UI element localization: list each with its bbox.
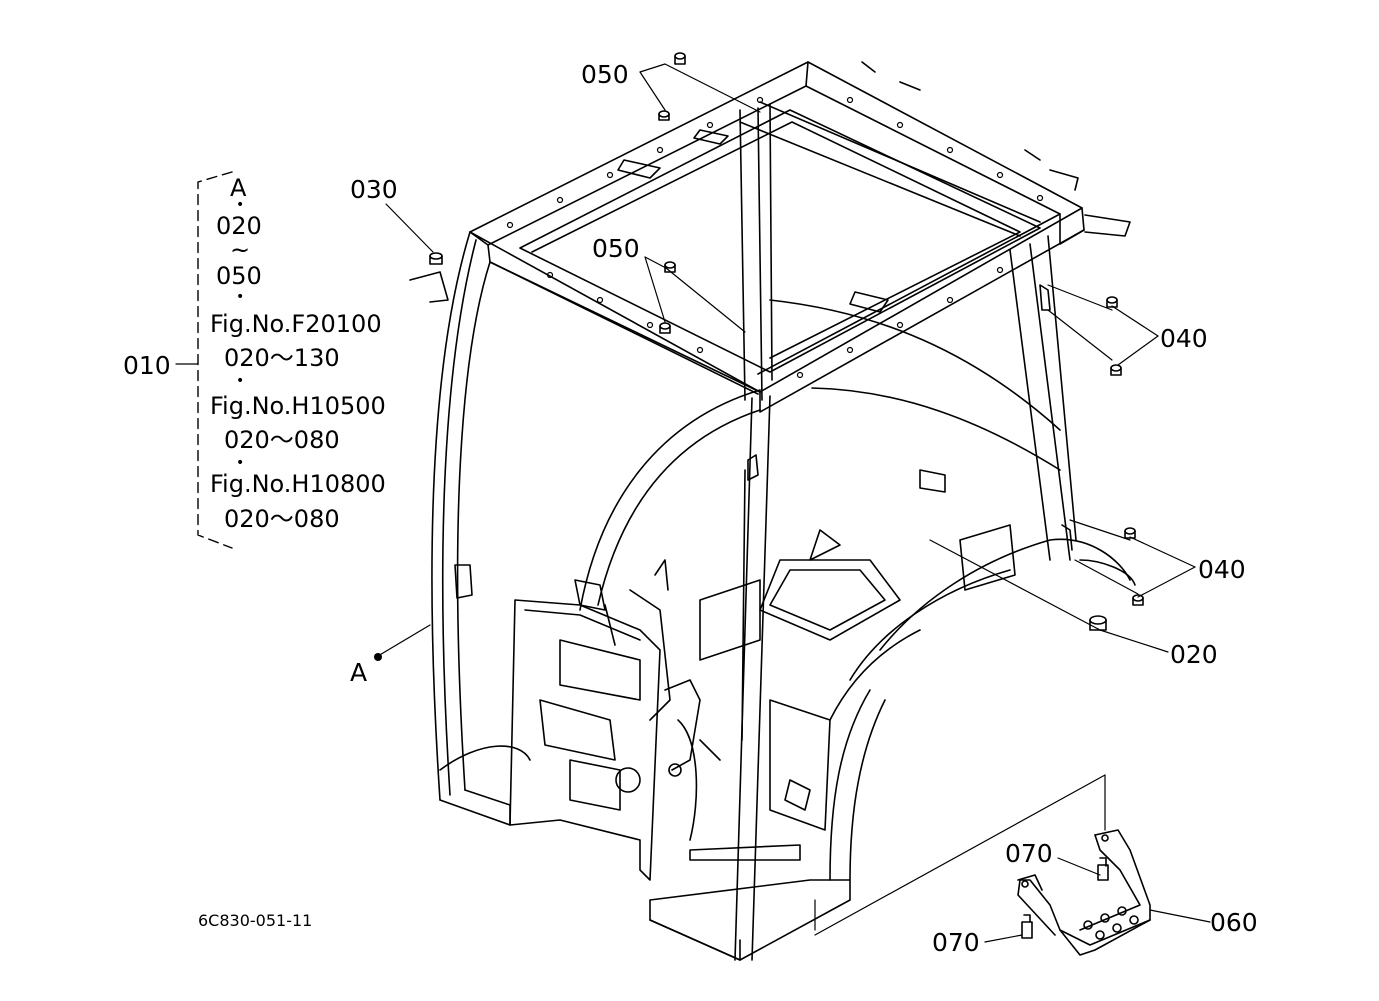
front-right-pillar	[734, 395, 771, 961]
roof-frame	[409, 61, 1131, 413]
scope-line-fig-h10800: Fig.No.H10800	[210, 470, 386, 498]
scope-line-fig-f20100: Fig.No.F20100	[210, 310, 382, 338]
scope-line-a: A	[230, 174, 247, 202]
part-060-step	[1017, 829, 1151, 956]
roof-bolt-holes	[506, 96, 1044, 379]
floor-platform	[649, 529, 901, 961]
callout-030: 030	[350, 175, 398, 204]
scope-dot: •	[236, 455, 245, 471]
leader-lines	[175, 63, 1211, 943]
scope-dot: •	[236, 289, 245, 305]
scope-line-fig-h10500: Fig.No.H10500	[210, 392, 386, 420]
nut-040-top	[1106, 296, 1122, 376]
scope-line-range-080a: 020～080	[224, 426, 340, 454]
scope-line-050: 050	[216, 262, 262, 290]
figure-code: 6C830-051-11	[198, 911, 313, 930]
callout-050-top: 050	[581, 60, 629, 89]
nut-050-top	[658, 52, 686, 121]
front-left-pillar	[431, 231, 531, 826]
callout-070-lower: 070	[932, 928, 980, 957]
scope-line-020: 020	[216, 212, 262, 240]
callout-040-top: 040	[1160, 324, 1208, 353]
nut-040-bottom	[1124, 527, 1144, 606]
callout-050-mid: 050	[592, 234, 640, 263]
fenders	[579, 299, 1136, 881]
scope-dot: •	[236, 197, 245, 213]
scope-line-tilde: ~	[230, 236, 251, 264]
nut-050-mid	[659, 261, 676, 334]
scope-bracket	[197, 171, 233, 549]
callout-010: 010	[123, 351, 171, 380]
part-070-bolts	[1021, 857, 1109, 939]
scope-line-range-080b: 020～080	[224, 505, 340, 533]
part-020-bushing	[1089, 615, 1107, 631]
front-panel	[509, 559, 701, 881]
callout-020: 020	[1170, 640, 1218, 669]
part-030-bushing	[429, 252, 443, 265]
callout-040-bottom: 040	[1198, 555, 1246, 584]
callout-a: A	[350, 658, 368, 687]
scope-line-range-130: 020～130	[224, 344, 340, 372]
callout-070-upper: 070	[1005, 839, 1053, 868]
a-marker-dot	[374, 653, 382, 661]
scope-dot: •	[236, 373, 245, 389]
rear-pillars	[739, 103, 1077, 561]
callout-060: 060	[1210, 908, 1258, 937]
